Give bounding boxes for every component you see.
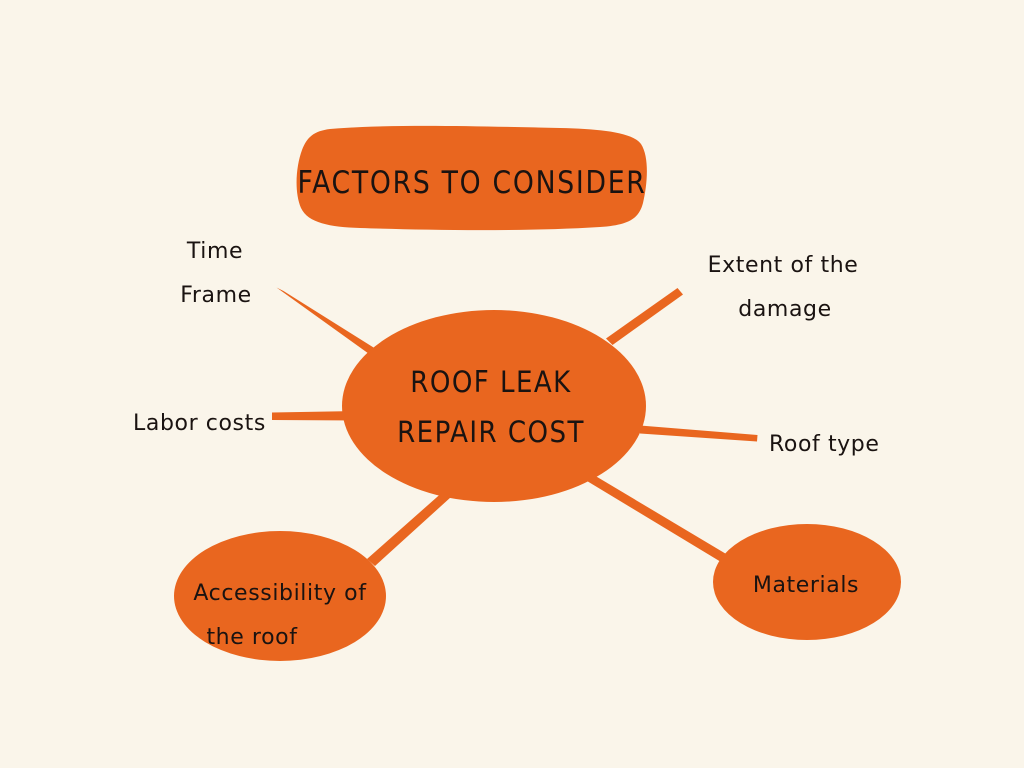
connector-labor-costs — [272, 411, 358, 421]
connector-extent-of-the-damage — [606, 288, 683, 345]
branch-labor-costs-label: Labor costs — [133, 411, 266, 436]
branch-extent-of-the-damage[interactable]: Extent of the damage — [708, 253, 859, 322]
branch-time-frame[interactable]: Time Frame — [180, 239, 252, 308]
center-node-line1: ROOF LEAK — [410, 365, 571, 400]
branch-accessibility-of-the-roof-line2: the roof — [206, 625, 298, 650]
branch-accessibility-of-the-roof-line1: Accessibility of — [193, 581, 367, 606]
branch-roof-type[interactable]: Roof type — [769, 432, 880, 457]
center-node-line2: REPAIR COST — [397, 415, 585, 450]
connector-accessibility-of-the-roof — [367, 486, 457, 566]
title-banner-shape — [296, 125, 647, 231]
title-banner: FACTORS TO CONSIDER — [296, 125, 647, 231]
branch-time-frame-line2: Frame — [180, 283, 252, 308]
connector-materials — [587, 474, 730, 564]
center-node[interactable]: ROOF LEAK REPAIR COST — [342, 310, 646, 502]
connector-group — [272, 287, 758, 566]
connector-time-frame — [276, 287, 382, 358]
branch-extent-of-the-damage-line1: Extent of the — [708, 253, 859, 278]
branch-roof-type-label: Roof type — [769, 432, 880, 457]
branch-materials-label: Materials — [753, 573, 859, 598]
branch-materials[interactable]: Materials — [713, 524, 901, 640]
branch-accessibility-of-the-roof[interactable]: Accessibility of the roof — [174, 531, 386, 661]
branch-extent-of-the-damage-line2: damage — [738, 297, 831, 322]
connector-roof-type — [640, 425, 758, 442]
branch-time-frame-line1: Time — [186, 239, 243, 264]
title-banner-label: FACTORS TO CONSIDER — [297, 164, 646, 200]
branch-accessibility-of-the-roof-shape — [174, 531, 386, 661]
branch-materials-shape — [713, 524, 901, 640]
branch-labor-costs[interactable]: Labor costs — [133, 411, 266, 436]
center-node-shape — [342, 310, 646, 502]
